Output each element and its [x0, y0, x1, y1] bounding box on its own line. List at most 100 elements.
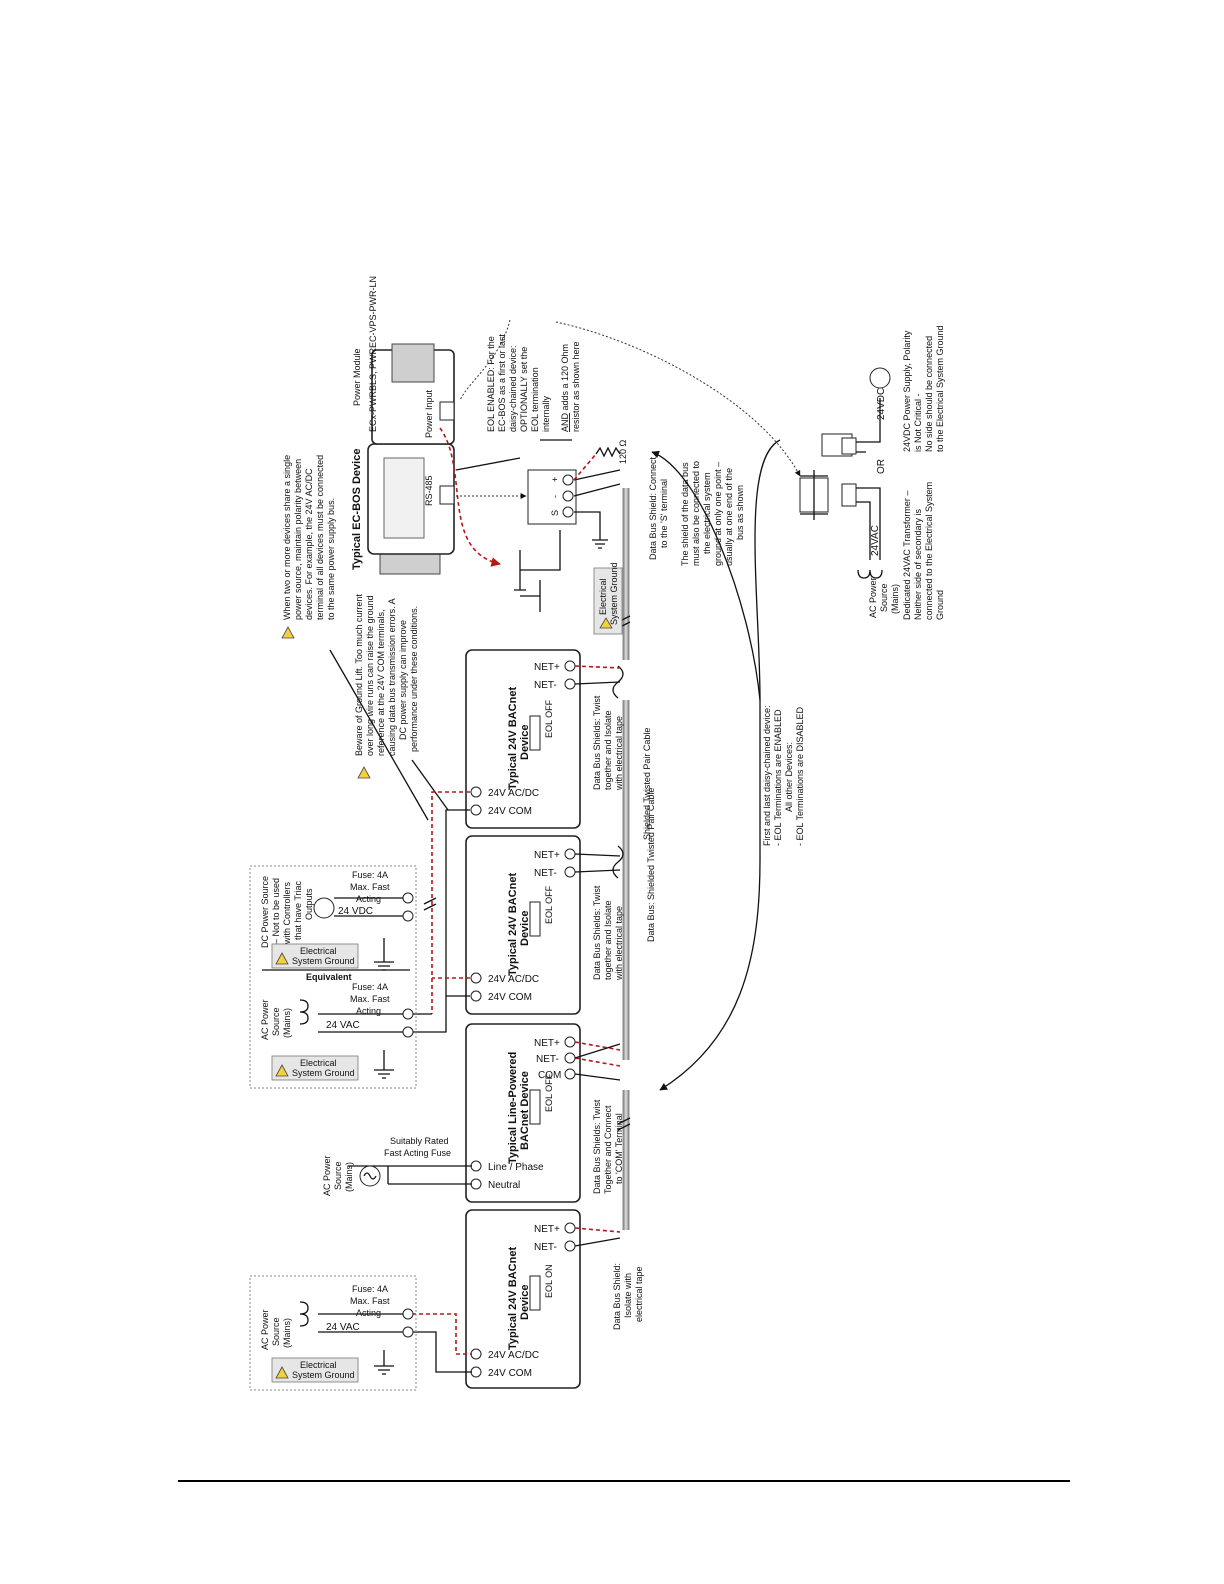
- warning1-line2: power source, maintain polarity between: [293, 459, 303, 620]
- dc-fuse-line1: Fuse: 4A: [352, 870, 388, 880]
- ac-fuse-line1-upper: Fuse: 4A: [352, 982, 388, 992]
- shield-label-d2-line1: Data Bus Shields: Twist: [592, 885, 602, 980]
- warning2-line3: reference at the 24V COM terminals,: [376, 609, 386, 756]
- device-2-net-plus: NET+: [534, 850, 560, 861]
- device-3-terminal-net-minus: [564, 1052, 576, 1064]
- power-bus-red-1: [431, 791, 470, 1014]
- device-4: Typical 24V BACnet Device EOL ON NET+ NE…: [465, 1209, 621, 1389]
- device-1-24vacdc: 24V AC/DC: [488, 788, 539, 799]
- shield-label-d3-line2: Together and Connect: [603, 1105, 613, 1194]
- dc-wires: [334, 897, 403, 917]
- transformer-coil: [857, 569, 883, 579]
- warning2-line6: performance under these conditions.: [409, 606, 419, 752]
- rs485-connector: [439, 485, 455, 505]
- shield-note-line2: to the 'S' terminal: [659, 479, 669, 548]
- warning2-line2: over long wire runs can raise the ground: [365, 595, 375, 756]
- ac-ground-lower-line2: System Ground: [292, 1370, 355, 1380]
- eol-note-bullet2: AND adds a 120 Ohm: [560, 344, 570, 432]
- shield-label-d1-line3: with electrical tape: [614, 716, 624, 791]
- ac-transformer-lower: [299, 1301, 309, 1327]
- transformer-note4: Ground: [935, 590, 945, 620]
- shield-note-line6: ground at only one point –: [713, 462, 723, 566]
- cable-label-twisted-pair: Shielded Twisted Pair Cable: [642, 728, 652, 840]
- device-2-dip: [529, 901, 541, 937]
- device-1-terminal-24v: [470, 786, 482, 798]
- line-source-title2: Source: [333, 1161, 343, 1190]
- power-input-connector: [439, 401, 455, 421]
- device-2-terminal-24v: [470, 972, 482, 984]
- device-3-body: [465, 1023, 581, 1203]
- eol-note-bullet1-line1: OPTIONALLY set the: [519, 347, 529, 432]
- dc-note3: No side should be connected: [924, 336, 934, 452]
- line-source-sine: [363, 1172, 377, 1180]
- device-2-title1: Typical 24V BACnet: [507, 873, 519, 976]
- shield-label-d3-line3: to 'COM' Terminal: [614, 1113, 624, 1184]
- dc-note1: 24VDC Power Supply, Polarity: [902, 330, 912, 452]
- eol-summary-arrow-top: [651, 450, 761, 701]
- eol-summary-line3: All other Devices:: [784, 742, 794, 812]
- warning1-line1: When two or more devices share a single: [282, 455, 292, 620]
- device-1-net-minus: NET-: [534, 680, 557, 691]
- device-4-net-plus: NET+: [534, 1224, 560, 1235]
- resistor-label: 120 Ω: [618, 439, 628, 464]
- terminal-minus-label: -: [550, 495, 560, 498]
- device-1-24vcom: 24V COM: [488, 806, 532, 817]
- ground-symbol-ecbos: [592, 539, 608, 549]
- ac-title3-lower: (Mains): [282, 1318, 292, 1348]
- supply-ac-title1: AC Power: [868, 577, 878, 618]
- eol-summary: First and last daisy-chained device: - E…: [651, 439, 805, 1091]
- device-2-terminal-net-minus: [564, 866, 576, 878]
- device-4-net-plus-wire: [574, 1227, 621, 1233]
- ecbos-label-panel: [383, 457, 425, 539]
- ac-ground-upper-line2: System Ground: [292, 1068, 355, 1078]
- ac-terminal-lower-1: [402, 1308, 414, 1320]
- line-fuse-line2: Fast Acting Fuse: [384, 1148, 451, 1158]
- shield-note-line7: usually at one end of the: [724, 468, 734, 566]
- device-2-body: [465, 835, 581, 1015]
- dotted-link-supplies: [555, 321, 801, 477]
- dc-fuse-line2: Max. Fast: [350, 882, 390, 892]
- power-input-label: Power Input: [424, 389, 434, 438]
- ground-rod-1: [514, 550, 526, 591]
- ac-terminal-upper-1: [402, 1008, 414, 1020]
- dc-terminal-plus: [402, 892, 414, 904]
- dc-fuse-line3: Acting: [356, 894, 381, 904]
- device-3: Typical Line-Powered BACnet Device EOL O…: [465, 1023, 621, 1203]
- eol-summary-line4: - EOL Terminations are DISABLED: [795, 706, 805, 846]
- warning-icon-2: [357, 766, 371, 779]
- device-4-24vcom: 24V COM: [488, 1368, 532, 1379]
- ac-fuse-line2-upper: Max. Fast: [350, 994, 390, 1004]
- transformer-note2: Neither side of secondary is: [913, 508, 923, 620]
- supply-options: 24VAC AC Power Source (Mains) Dedicated …: [799, 325, 945, 620]
- dc-supply-terminal: [841, 437, 857, 455]
- power-bus-wires: [348, 791, 472, 1373]
- device-3-terminal-neutral: [470, 1178, 482, 1190]
- warning2-line1: Beware of Ground Lift. Too much current: [354, 594, 364, 756]
- device-2-terminal-net-plus: [564, 848, 576, 860]
- ac-ground-lower-line1: Electrical: [300, 1360, 337, 1370]
- rs485-terminal-block: S - + 120 Ω: [456, 439, 628, 612]
- eol-summary-line1: First and last daisy-chained device:: [762, 705, 772, 846]
- device-3-title2: BACnet Device: [519, 1071, 531, 1150]
- ac-transformer-upper: [299, 999, 309, 1025]
- ac-fuse-line2-lower: Max. Fast: [350, 1296, 390, 1306]
- eol-note-bullet1-line3: internally: [541, 395, 551, 432]
- ac-voltage-lower: 24 VAC: [326, 1322, 360, 1333]
- eol-summary-arrow: [659, 439, 781, 1091]
- warning-single-source: When two or more devices share a single …: [281, 455, 429, 821]
- device-1-net-minus-wire: [574, 681, 621, 685]
- ac-title2-lower: Source: [271, 1317, 281, 1346]
- device-1-body: [465, 649, 581, 829]
- ac-fuse-line3-lower: Acting: [356, 1308, 381, 1318]
- dc-supply-label: 24VDC: [876, 388, 887, 420]
- ac-fuse-line3-upper: Acting: [356, 1006, 381, 1016]
- eol-resistor-lead: [573, 453, 597, 481]
- ac-ground-symbol-upper: [374, 1050, 394, 1079]
- shield-label-d2-line2: together and Isolate: [603, 900, 613, 980]
- dc-note4: to the Electrical System Ground: [935, 325, 945, 452]
- device-3-line-phase: Line / Phase: [488, 1162, 544, 1173]
- transformer-secondary-wires: [856, 487, 881, 560]
- dotted-link-power: [459, 319, 511, 401]
- transformer-note3: connected to the Electrical System: [924, 482, 934, 620]
